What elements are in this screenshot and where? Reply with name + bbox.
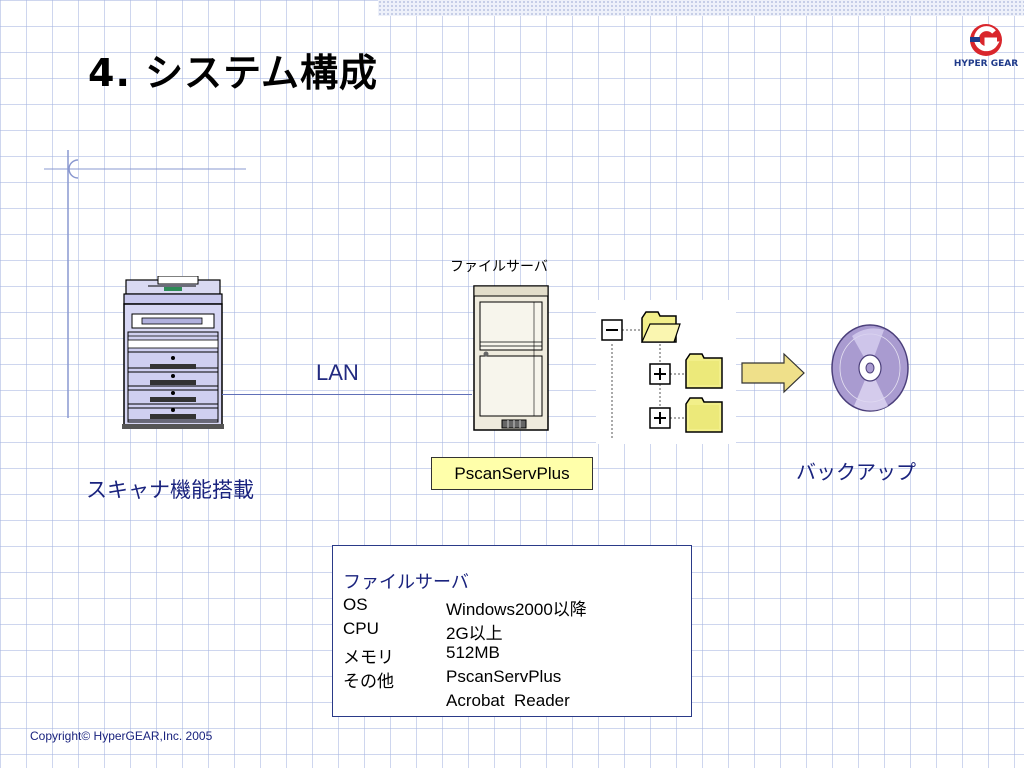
slide-title: 4. システム構成 (88, 51, 378, 95)
folder-tree-icon (596, 300, 736, 444)
spec-value: 2G以上 (446, 624, 503, 643)
spec-value: PscanServPlus (446, 667, 562, 686)
spec-key: OS (343, 595, 368, 614)
header-band (378, 0, 1024, 16)
spec-key: その他 (343, 672, 394, 692)
scanner-caption: スキャナ機能搭載 (86, 478, 254, 502)
company-logo: HYPER GEAR (950, 22, 1022, 78)
spec-key: CPU (343, 619, 379, 638)
arrow-icon (741, 352, 805, 394)
decorative-crosshair (44, 150, 246, 418)
disc-icon (831, 324, 909, 412)
scanner-icon (122, 276, 224, 429)
copyright-text: Copyright© HyperGEAR,Inc. 2005 (30, 729, 213, 743)
server-spec-box: ファイルサーバ OS Windows2000以降 CPU 2G以上 メモリ 51… (332, 545, 692, 717)
software-label-box: PscanServPlus (431, 457, 593, 490)
spec-value: Windows2000以降 (446, 600, 587, 619)
logo-text: HYPER GEAR (953, 59, 1019, 69)
lan-label: LAN (316, 360, 359, 385)
spec-value: 512MB (446, 643, 500, 662)
backup-caption: バックアップ (796, 460, 916, 484)
spec-value: Acrobat Reader (446, 691, 570, 710)
lan-connection-line (222, 394, 472, 395)
spec-heading: ファイルサーバ (343, 572, 469, 593)
server-icon (473, 285, 549, 431)
hypergear-logo-icon (970, 24, 1002, 56)
file-server-caption: ファイルサーバ (450, 259, 548, 275)
spec-key: メモリ (343, 648, 394, 668)
